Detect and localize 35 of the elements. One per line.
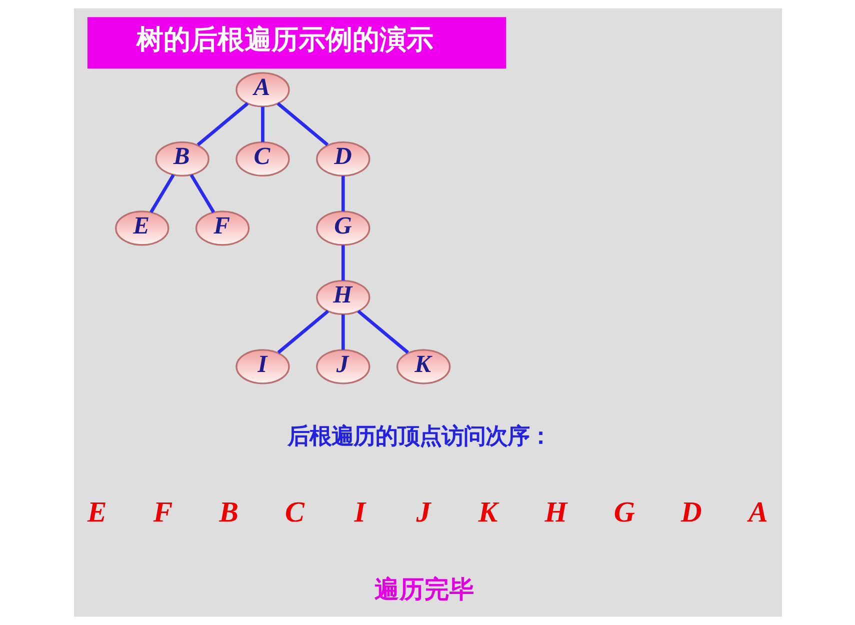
node-ellipse: H bbox=[316, 280, 370, 316]
node-ellipse: K bbox=[396, 349, 450, 384]
node-ellipse: A bbox=[235, 72, 290, 108]
connector bbox=[260, 106, 264, 142]
connector bbox=[276, 310, 329, 354]
label: D bbox=[680, 496, 702, 529]
connector bbox=[340, 314, 344, 350]
label: H bbox=[544, 496, 567, 529]
label: F bbox=[152, 496, 172, 529]
node-ellipse: J bbox=[316, 349, 370, 384]
connector bbox=[196, 102, 248, 146]
connector bbox=[276, 102, 328, 146]
diagram-title: 树的后根遍历示例的演示 bbox=[136, 24, 433, 56]
connector bbox=[340, 245, 344, 281]
label: J bbox=[416, 496, 430, 529]
label: 后根遍历的顶点访问次序： bbox=[286, 424, 551, 450]
label: A bbox=[748, 496, 768, 529]
label: 遍历完毕 bbox=[374, 574, 474, 604]
connector bbox=[356, 310, 408, 354]
node-ellipse: C bbox=[235, 141, 290, 177]
node-ellipse: D bbox=[316, 141, 370, 177]
label: K bbox=[478, 496, 498, 529]
node-ellipse: I bbox=[235, 349, 290, 384]
node-ellipse: B bbox=[154, 141, 209, 177]
label: B bbox=[218, 496, 238, 529]
connector bbox=[340, 176, 344, 212]
connector bbox=[149, 174, 174, 214]
node-ellipse: E bbox=[114, 210, 169, 246]
label: I bbox=[354, 496, 366, 529]
node-ellipse: F bbox=[194, 210, 250, 246]
node-ellipse: G bbox=[316, 210, 370, 246]
connector bbox=[189, 174, 215, 214]
label: C bbox=[284, 496, 304, 529]
label: G bbox=[613, 496, 634, 529]
label: E bbox=[86, 496, 106, 529]
